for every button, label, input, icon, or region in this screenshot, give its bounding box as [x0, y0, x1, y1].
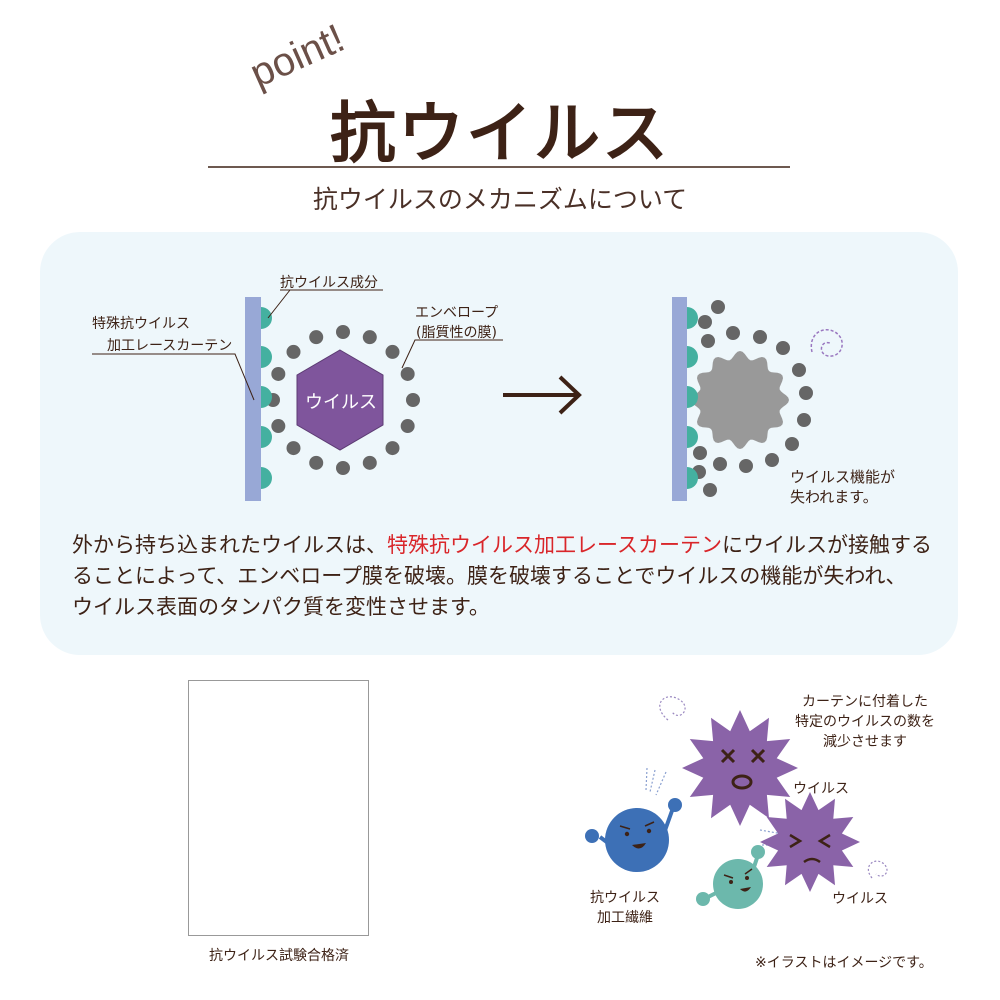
envelope-dot [776, 341, 790, 355]
envelope-dot [336, 461, 350, 475]
envelope-dot [309, 330, 324, 345]
virus-character-hurt [760, 792, 860, 892]
envelope-dot [739, 459, 753, 473]
curtain-bar-right [672, 297, 687, 501]
note-line2: 特定のウイルスの数を [795, 714, 935, 730]
swirl-icon [810, 329, 843, 357]
envelope-dot [385, 344, 400, 359]
spacer [661, 426, 672, 448]
curtain-bar [245, 297, 261, 501]
envelope-dots [266, 325, 420, 475]
spacer [661, 386, 672, 408]
envelope-dot [711, 300, 725, 314]
virus-hexagon [296, 349, 384, 451]
swirl-icon [867, 860, 888, 879]
antiviral-component [261, 307, 272, 329]
envelope-dot [336, 325, 350, 339]
envelope-dot [701, 334, 715, 348]
antiviral-component [261, 346, 272, 368]
envelope-dot [362, 455, 377, 470]
spacer [661, 346, 672, 368]
result-text: ウイルス機能が 失われます。 [790, 467, 895, 507]
envelope-label-line1: エンベロープ [415, 305, 499, 321]
antiviral-component [687, 307, 698, 329]
envelope-dot [286, 344, 301, 359]
envelope-dot [400, 419, 415, 434]
certificate-caption: 抗ウイルス試験合格済 [209, 948, 349, 964]
virus-label: ウイルス [305, 392, 377, 413]
fiber-label-line1: 抗ウイルス [590, 890, 660, 906]
envelope-dot [753, 330, 767, 344]
page-title: 抗ウイルス [330, 95, 670, 172]
antiviral-component [687, 426, 698, 448]
envelope-dot [797, 413, 811, 427]
antiviral-components [261, 307, 272, 489]
mechanism-panel [40, 232, 958, 655]
swirl-icon [659, 696, 686, 721]
broken-envelope-dots [692, 300, 813, 497]
arrow-icon [503, 375, 582, 415]
result-line1: ウイルス機能が [790, 468, 896, 486]
curtain-leader [92, 353, 255, 401]
description-line3: ウイルス表面のタンパク質を変性させます。 [72, 595, 490, 619]
virus-character-dead [682, 710, 798, 826]
virus-label-2: ウイルス [832, 891, 888, 907]
spacer [661, 467, 672, 489]
inactivated-virus-blob [691, 351, 789, 449]
envelope-dot [271, 366, 286, 381]
antiviral-component [261, 426, 272, 448]
spacer [661, 307, 672, 329]
envelope-dot [406, 393, 420, 407]
envelope-dot [698, 315, 712, 329]
result-line2: 失われます。 [790, 488, 878, 506]
envelope-dot [799, 386, 813, 400]
envelope-dot [693, 446, 707, 460]
curtain-label-line1: 特殊抗ウイルス [92, 316, 190, 332]
envelope-dot [713, 457, 727, 471]
envelope-dot [309, 455, 324, 470]
component-leader [267, 289, 383, 319]
certificate-document [188, 680, 369, 936]
illustration-note: カーテンに付着した 特定のウイルスの数を 減少させます [780, 692, 950, 752]
note-line1: カーテンに付着した [802, 694, 928, 710]
description-highlight: 特殊抗ウイルス加工レースカーテン [387, 533, 722, 557]
fiber-label: 抗ウイルス 加工繊維 [580, 888, 670, 928]
envelope-label-line2: (脂質性の膜) [416, 325, 497, 341]
envelope-dot [385, 441, 400, 456]
antiviral-component [687, 467, 698, 489]
envelope-dot [785, 437, 799, 451]
envelope-dot [400, 366, 415, 381]
description-part1: 外から持ち込まれたウイルスは、 [72, 533, 387, 557]
envelope-dot [362, 330, 377, 345]
envelope-dot [765, 453, 779, 467]
curtain-label-line2: 加工レースカーテン [107, 338, 233, 354]
description-line2: ることによって、エンベロープ膜を破壊。膜を破壊することでウイルスの機能が失われ、 [72, 564, 907, 588]
envelope-dot [792, 363, 806, 377]
dead-face [720, 748, 766, 790]
virus-label-1: ウイルス [793, 781, 849, 797]
note-line3: 減少させます [823, 734, 907, 750]
envelope-dot [703, 483, 717, 497]
envelope-dot [726, 326, 740, 340]
fiber-label-line2: 加工繊維 [597, 910, 653, 926]
antiviral-components-right [661, 307, 698, 489]
fiber-character-teal [696, 845, 765, 909]
component-label: 抗ウイルス成分 [280, 275, 378, 291]
hurt-face [789, 833, 831, 864]
envelope-dot [286, 441, 301, 456]
antiviral-component [687, 386, 698, 408]
fiber-character-blue [585, 798, 682, 872]
envelope-dot [271, 419, 286, 434]
antiviral-component [261, 386, 272, 408]
page-subtitle: 抗ウイルスのメカニズムについて [312, 185, 688, 214]
disclaimer: ※イラストはイメージです。 [755, 955, 933, 971]
description-paragraph: 外から持ち込まれたウイルスは、特殊抗ウイルス加工レースカーテンにウイルスが接触す… [72, 530, 932, 623]
antiviral-component [261, 467, 272, 489]
description-part2: にウイルスが接触する [721, 533, 932, 557]
envelope-leader [401, 339, 503, 369]
antiviral-component [687, 346, 698, 368]
